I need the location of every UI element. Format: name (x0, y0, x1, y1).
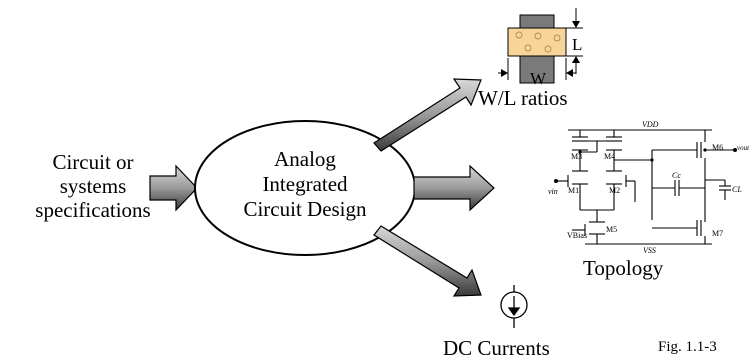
vdd-label: VDD (642, 120, 659, 129)
input-line-1: Circuit or (52, 150, 134, 174)
figure-label: Fig. 1.1-3 (658, 339, 717, 355)
m1-label: M1 (568, 186, 580, 195)
input-arrow (149, 164, 198, 212)
m6-label: M6 (712, 143, 724, 152)
current-source-icon (500, 285, 528, 328)
schematic-dots (554, 148, 737, 183)
arrow-to-topology (413, 164, 495, 212)
width-dimension-label: W (530, 69, 547, 88)
vout-label: vout (737, 144, 750, 152)
cc-label: Cc (672, 171, 681, 180)
m2-label: M2 (609, 186, 621, 195)
cl-label: CL (732, 185, 742, 194)
m3-label: M3 (571, 152, 583, 161)
dc-currents-label: DC Currents (443, 336, 550, 360)
wl-layout-icon (498, 8, 583, 84)
m4-label: M4 (604, 152, 616, 161)
arrow-to-wl-ratios (373, 78, 482, 152)
center-label: Analog Integrated Circuit Design (205, 147, 405, 222)
center-line-1: Analog (274, 147, 336, 171)
topology-label: Topology (583, 256, 664, 280)
input-label: Circuit or systems specifications (3, 150, 183, 222)
vin-label: vin (548, 187, 558, 196)
topology-schematic (556, 129, 735, 245)
vss-label: VSS (643, 246, 656, 255)
input-line-2: systems (59, 174, 127, 198)
vbias-label: VBias (567, 231, 587, 240)
center-line-2: Integrated (262, 172, 348, 196)
m5-label: M5 (606, 225, 618, 234)
m7-label: M7 (712, 229, 724, 238)
center-line-3: Circuit Design (243, 197, 367, 221)
input-line-3: specifications (35, 198, 151, 222)
arrow-to-dc-currents (373, 225, 482, 297)
length-dimension-label: L (572, 35, 583, 54)
wl-ratios-label: W/L ratios (478, 86, 568, 110)
